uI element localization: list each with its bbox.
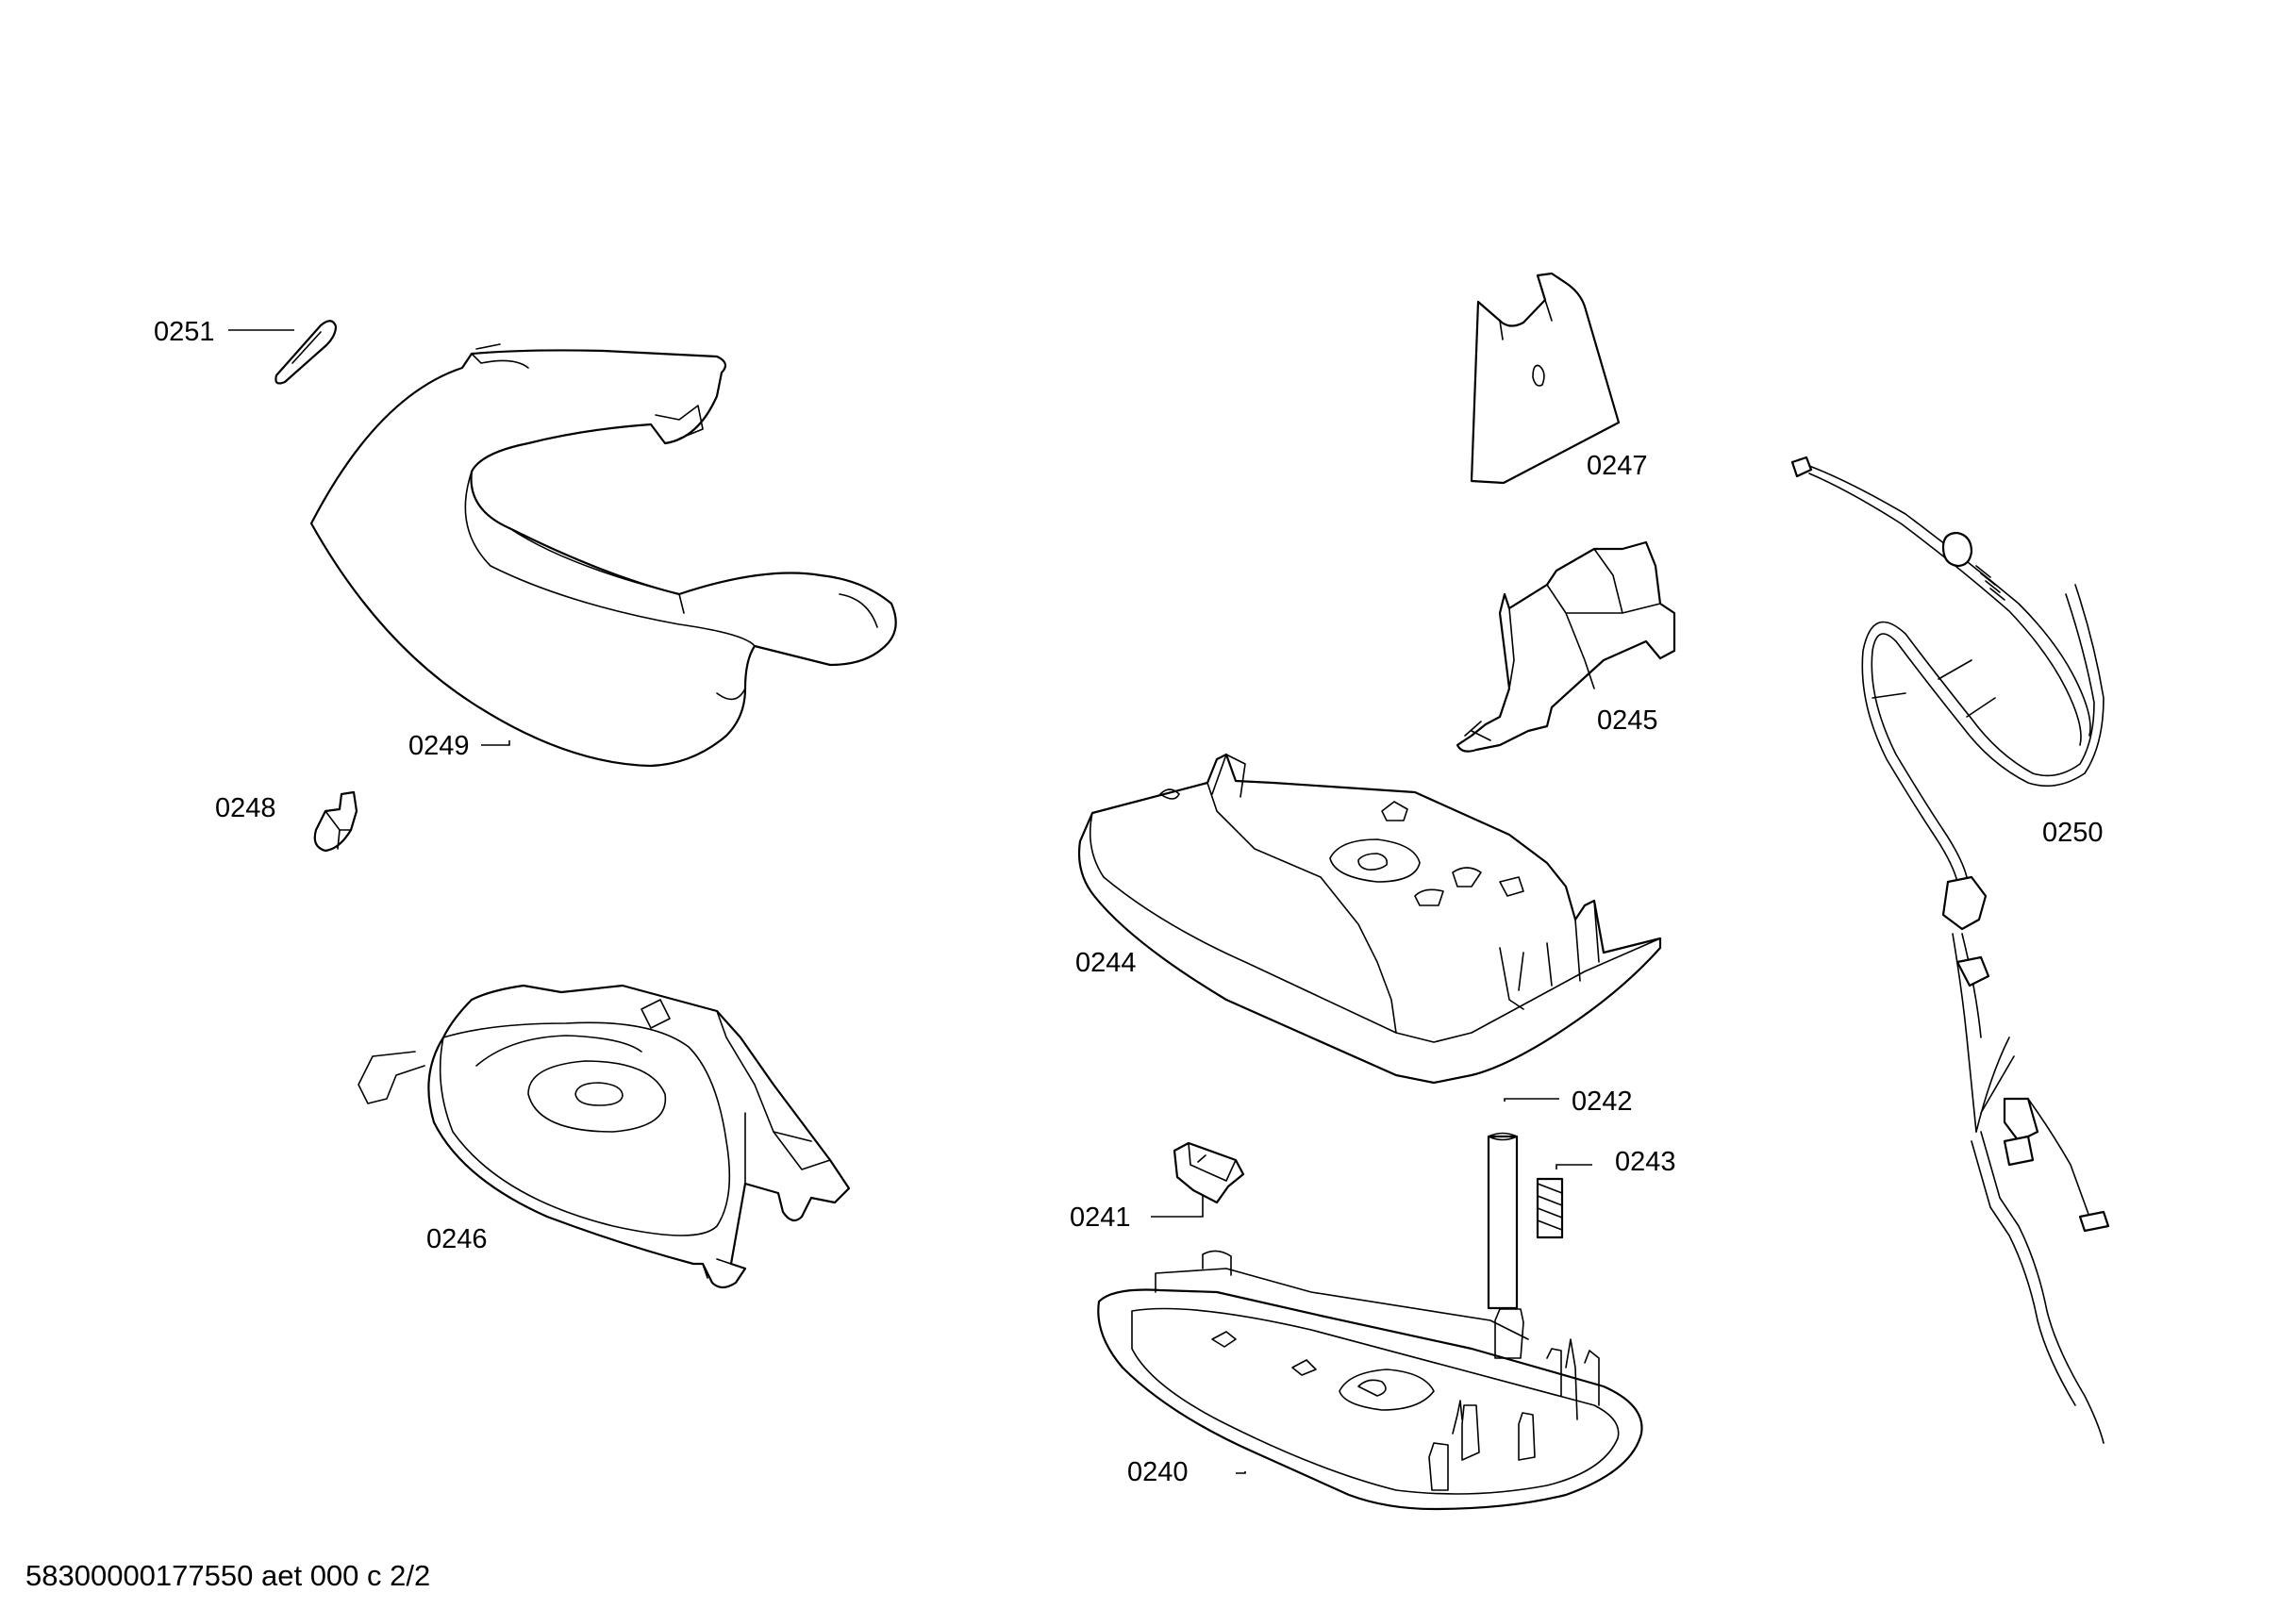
label-0246: 0246 xyxy=(426,1224,488,1254)
part-0250-power-cord xyxy=(1790,456,2110,1444)
label-0240: 0240 xyxy=(1127,1457,1189,1487)
part-0247-heel-plate xyxy=(1470,272,1621,485)
part-0245-heel-bracket xyxy=(1456,540,1676,753)
part-0241-thermostat xyxy=(1151,1141,1245,1218)
label-0243: 0243 xyxy=(1615,1147,1676,1177)
label-0245: 0245 xyxy=(1597,705,1658,736)
label-0249: 0249 xyxy=(408,731,470,761)
label-0248: 0248 xyxy=(215,793,276,823)
part-0251-clip xyxy=(228,320,338,385)
drawing-number-footer: 58300000177550 aet 000 c 2/2 xyxy=(25,1559,430,1592)
part-0248-bracket xyxy=(313,790,358,853)
label-0247: 0247 xyxy=(1587,451,1648,481)
label-0241: 0241 xyxy=(1070,1203,1131,1233)
label-0244: 0244 xyxy=(1075,948,1137,978)
label-0251: 0251 xyxy=(154,317,215,347)
part-0243-spring xyxy=(1536,1164,1592,1239)
part-0249-handle-housing xyxy=(309,343,897,768)
part-0244-upper-frame xyxy=(1077,753,1662,1085)
part-0246-rear-housing xyxy=(358,984,851,1289)
part-0240-soleplate xyxy=(1097,1250,1643,1511)
label-0250: 0250 xyxy=(2042,818,2104,848)
part-0242-tube xyxy=(1487,1098,1559,1310)
label-0242: 0242 xyxy=(1572,1086,1633,1117)
